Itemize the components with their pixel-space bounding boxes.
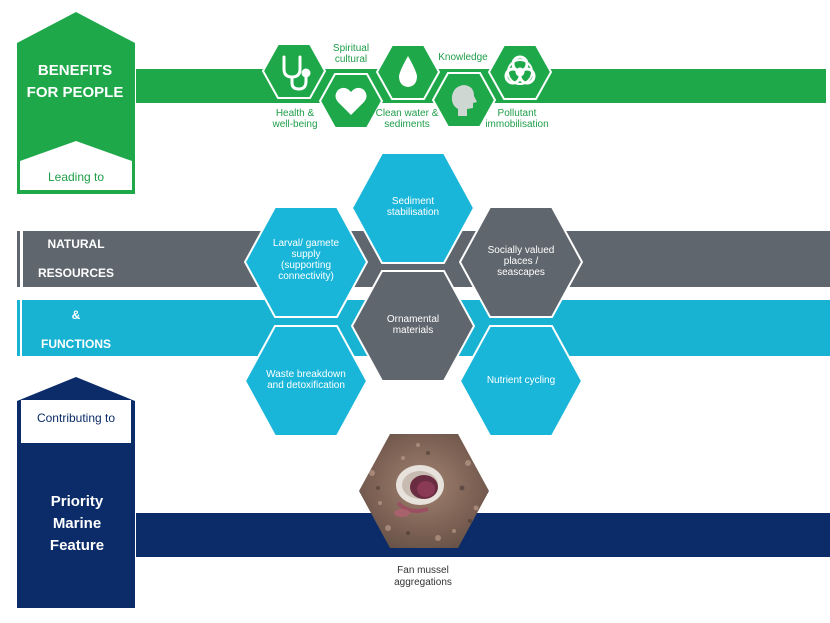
priority-marine-feature-title: Priority Marine Feature <box>49 493 105 554</box>
knowledge-hexagon <box>432 72 496 128</box>
health-label: Health & well-being <box>272 108 318 130</box>
priority-feature-panel <box>17 377 135 608</box>
head-profile-icon <box>451 85 477 116</box>
health-hexagon <box>262 43 326 99</box>
knowledge-label: Knowledge <box>438 52 488 63</box>
waste-breakdown-label: Waste breakdown and detoxification <box>266 369 346 391</box>
waste-breakdown-hexagon: Waste breakdown and detoxification <box>244 325 368 437</box>
socially-valued-label: Socially valued places / seascapes <box>487 244 555 278</box>
clean-water-label: Clean water & sediments <box>375 108 439 130</box>
functions-panel <box>17 300 136 356</box>
functions-label: FUNCTIONS <box>41 337 111 351</box>
water-drop-icon <box>399 56 417 87</box>
socially-valued-hexagon: Socially valued places / seascapes <box>459 206 583 318</box>
fan-mussel-caption: Fan mussel aggregations <box>394 565 452 588</box>
nutrient-cycling-label: Nutrient cycling <box>486 374 556 386</box>
pollutant-label: Pollutant immobilisation <box>485 108 549 130</box>
contributing-to-label: Contributing to <box>36 411 116 425</box>
nutrient-cycling-hexagon: Nutrient cycling <box>459 325 583 437</box>
sediment-stabilisation-hexagon: Sediment stabilisation <box>351 152 475 264</box>
ornamental-materials-label: Ornamental materials <box>386 314 440 336</box>
ornamental-materials-hexagon: Ornamental materials <box>351 270 475 382</box>
biohazard-icon <box>504 55 536 85</box>
priority-feature-bar <box>136 513 830 557</box>
clean-water-hexagon <box>376 44 440 100</box>
ampersand-label: & <box>71 308 81 322</box>
benefits-for-people-title: BENEFITS FOR PEOPLE <box>26 62 124 101</box>
natural-label: NATURAL <box>47 237 105 251</box>
fan-mussel-photo <box>358 433 490 549</box>
leading-to-label: Leading to <box>47 170 105 184</box>
natural-resources-panel <box>17 231 136 287</box>
larval-supply-label: Larval/ gamete supply (supporting connec… <box>272 238 340 282</box>
spiritual-cultural-label: Spiritual cultural <box>332 43 370 65</box>
sediment-stabilisation-label: Sediment stabilisation <box>386 196 440 218</box>
heart-icon <box>335 87 367 115</box>
resources-label: RESOURCES <box>37 266 114 280</box>
spiritual-hexagon <box>319 73 383 129</box>
pollutant-hexagon <box>488 44 552 100</box>
larval-supply-hexagon: Larval/ gamete supply (supporting connec… <box>244 206 368 318</box>
stethoscope-icon <box>282 55 311 91</box>
benefits-panel <box>17 12 135 194</box>
